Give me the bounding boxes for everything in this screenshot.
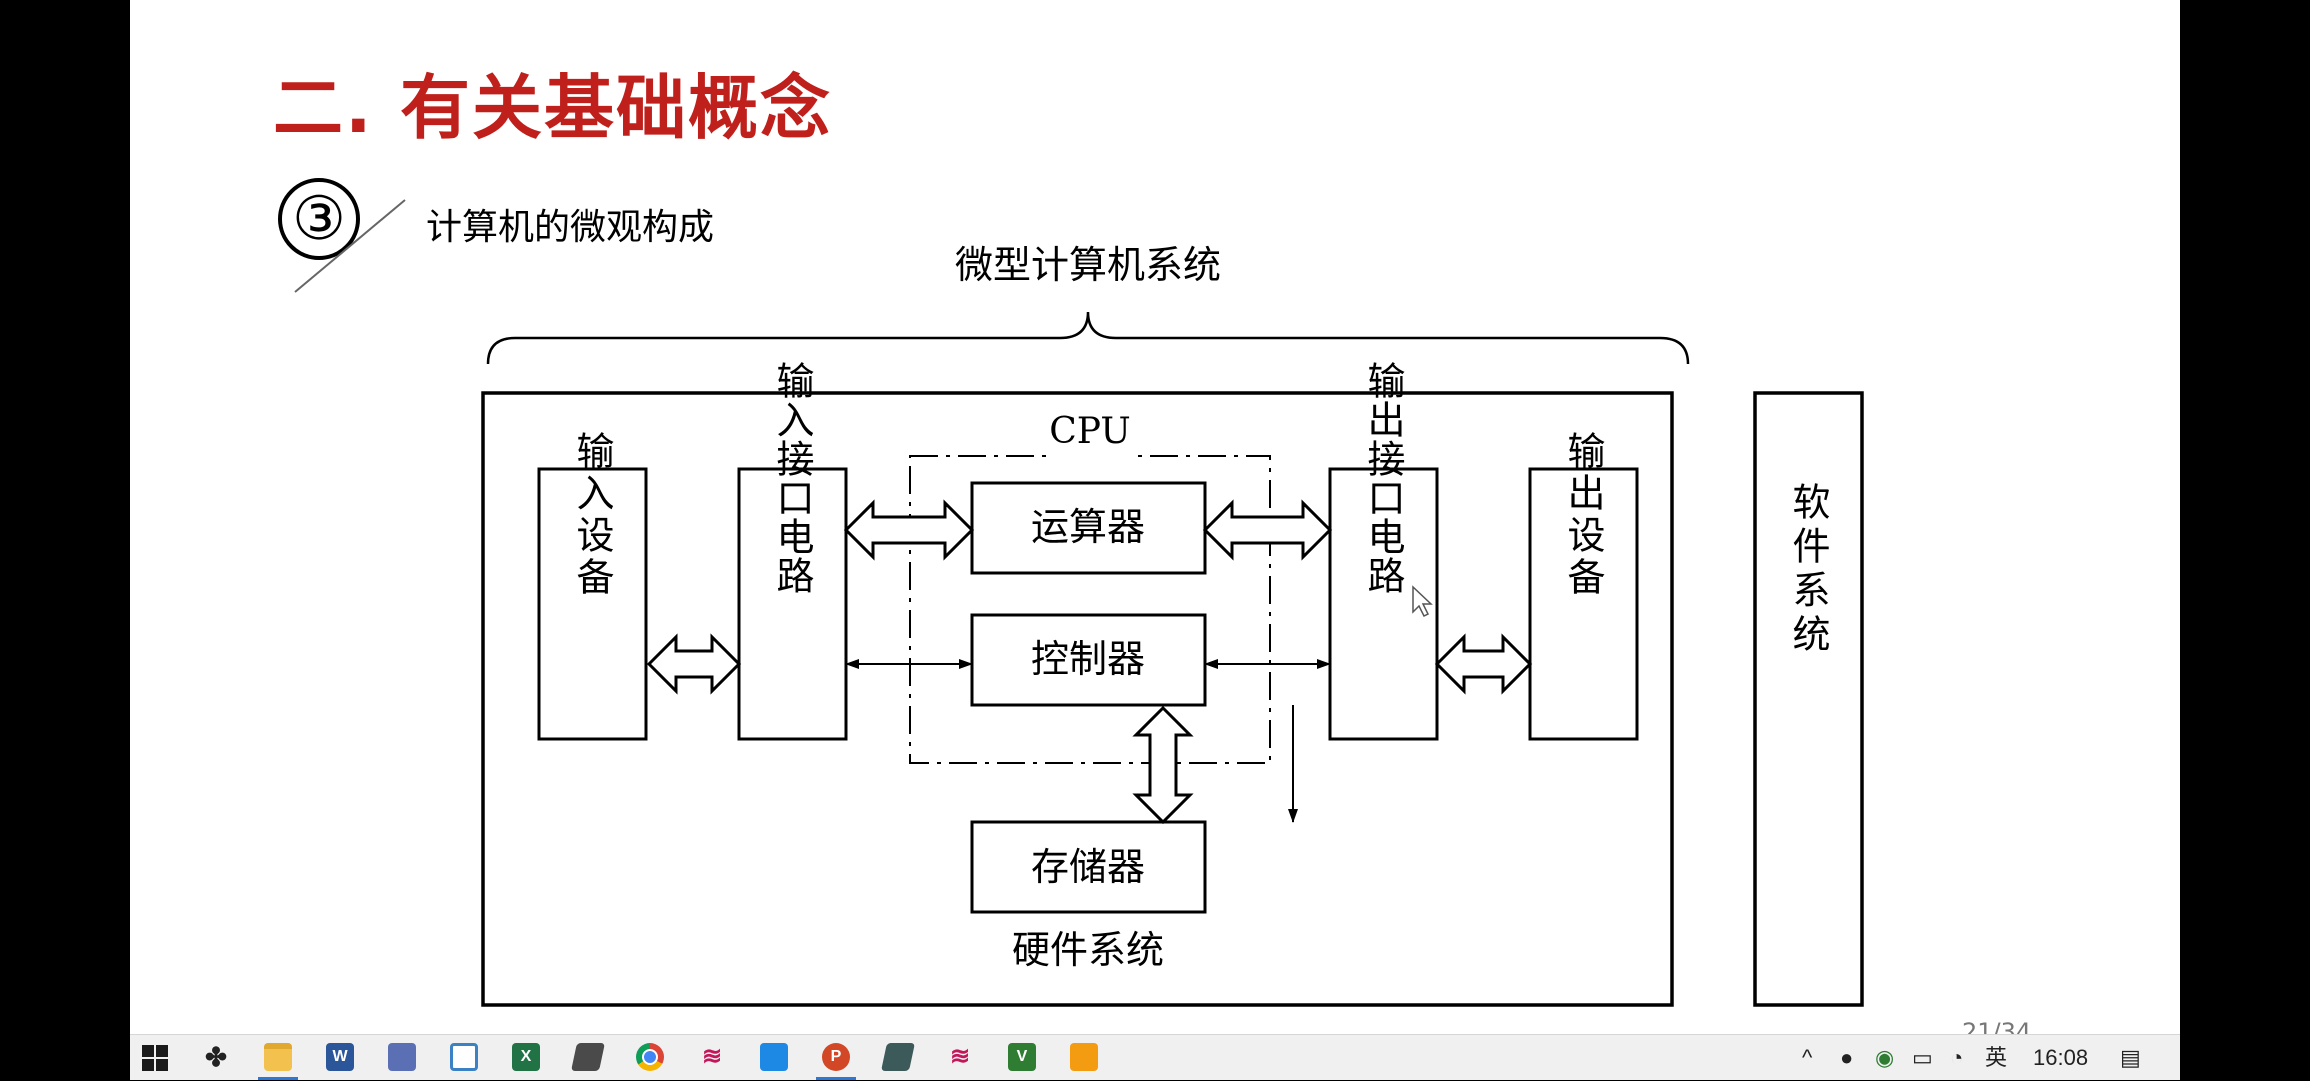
controller-label: 控制器 [1031, 637, 1145, 681]
bus-arrow-memory [1132, 705, 1194, 825]
mouse-cursor-icon [1412, 585, 1433, 618]
notification-icon[interactable]: ▤ [2120, 1045, 2141, 1070]
input-device-label: 输入设备 [570, 431, 614, 599]
start-button[interactable] [142, 1045, 168, 1071]
input-device-box [537, 467, 648, 741]
file-explorer-icon[interactable] [264, 1043, 292, 1071]
ime-indicator[interactable]: 英 [1985, 1045, 2008, 1070]
hardware-label: 硬件系统 [1012, 928, 1164, 972]
green-v-app-icon[interactable]: V [1008, 1043, 1036, 1071]
alu-label: 运算器 [1031, 505, 1145, 549]
word-icon[interactable]: W [326, 1043, 354, 1071]
book-app-icon[interactable] [571, 1043, 605, 1071]
rainbow-app-2-icon[interactable]: ≋ [949, 1043, 971, 1070]
microphone-icon[interactable]: ● [1840, 1045, 1854, 1070]
slide-title: 二. 有关基础概念 [273, 67, 832, 149]
bus-arrow-alu-out [1202, 499, 1333, 561]
alu-box [970, 481, 1207, 575]
software-label: 软件系统 [1786, 482, 1830, 658]
window-app-icon[interactable] [450, 1043, 478, 1071]
bus-arrow-output [1434, 633, 1533, 695]
chrome-icon[interactable] [636, 1043, 664, 1071]
software-box [1753, 391, 1864, 1007]
page-number: 21/34 [1962, 1018, 2032, 1034]
building-app-icon[interactable] [388, 1043, 416, 1071]
bus-arrow-input [646, 633, 742, 695]
decorative-slash [294, 199, 406, 293]
clock[interactable]: 16:08 [2033, 1045, 2089, 1070]
input-interface-label: 输入接口电路 [770, 361, 814, 595]
cpu-label: CPU [1049, 411, 1130, 452]
hardware-box [481, 391, 1674, 1007]
orange-app-icon[interactable] [1070, 1043, 1098, 1071]
slide-subtitle: 计算机的微观构成 [426, 207, 715, 248]
presentation-slide: 二. 有关基础概念 ③ 计算机的微观构成 微型计算机系统 软件系统 CPU 输入… [130, 0, 2180, 1034]
input-interface-box [737, 467, 848, 741]
battery-icon[interactable]: ▭ [1912, 1045, 1933, 1070]
bus-arrow-alu-in [843, 499, 975, 561]
excel-icon[interactable]: X [512, 1043, 540, 1071]
system-label: 微型计算机系统 [955, 243, 1221, 287]
wifi-icon[interactable]: ◔ [1950, 1045, 1964, 1070]
section-number-badge: ③ [278, 178, 360, 260]
memory-label: 存储器 [1031, 845, 1145, 889]
windows-start-icon [142, 1045, 168, 1071]
output-device-label: 输出设备 [1561, 431, 1605, 599]
sync-icon[interactable]: ◉ [1875, 1045, 1895, 1070]
fan-app-icon[interactable]: ✤ [205, 1042, 227, 1072]
book-stack-app-icon[interactable] [881, 1043, 915, 1071]
windows-taskbar: ✤ W X ≋ P ≋ V ^ ● ◉ ▭ ◔ 英 16:08 ▤ [130, 1034, 2180, 1080]
system-brace [486, 311, 1690, 365]
memory-box [970, 820, 1207, 914]
tray-expand-icon[interactable]: ^ [1802, 1045, 1813, 1070]
photo-app-icon[interactable] [760, 1043, 788, 1071]
computer-structure-diagram: 微型计算机系统 软件系统 CPU 输入设备 输入接口电路 运算器 控制器 存储器… [481, 243, 1864, 1007]
powerpoint-icon[interactable]: P [822, 1043, 850, 1071]
output-device-box [1528, 467, 1639, 741]
output-interface-label: 输出接口电路 [1361, 361, 1405, 595]
rainbow-app-icon[interactable]: ≋ [701, 1043, 723, 1070]
